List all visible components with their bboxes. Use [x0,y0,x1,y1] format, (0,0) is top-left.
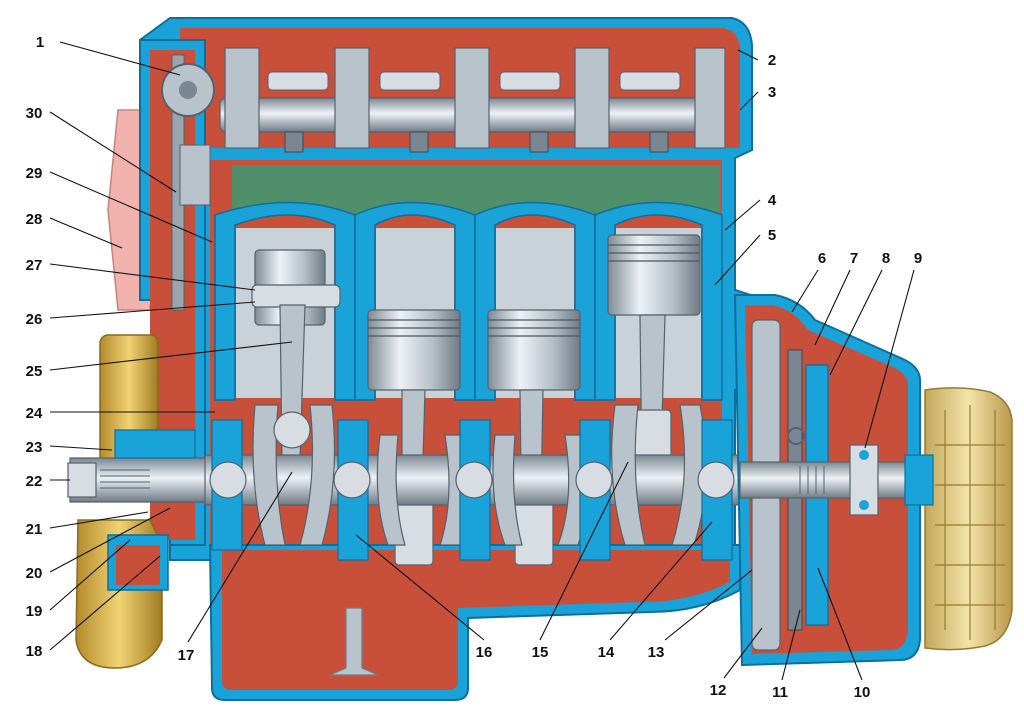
leader-30 [49,111,177,193]
callout-18: 18 [26,643,43,660]
leader-15 [539,461,629,641]
leader-13 [664,569,753,641]
clutch-housing [733,294,941,667]
leader-9 [864,269,915,449]
leader-11 [781,609,801,681]
cylinder-walls [214,201,723,401]
callout-15: 15 [532,644,549,661]
callout-8: 8 [882,250,890,267]
crankpin-1 [273,411,311,449]
callout-7: 7 [850,250,858,267]
callout-6: 6 [818,250,826,267]
leader-17 [187,471,293,643]
leader-19 [49,539,131,611]
camshaft-assembly [219,47,726,153]
callout-9: 9 [914,250,922,267]
piston-rings [368,244,700,337]
leader-2 [737,49,759,61]
callout-10: 10 [854,684,871,701]
leader-6 [791,269,819,313]
crankshaft-front [67,429,211,503]
leader-10 [817,567,863,681]
leader-26 [49,301,256,319]
crankshaft [204,404,751,561]
callout-numbers: 1 2 3 4 5 6 7 8 9 10 11 12 13 14 15 16 1… [26,34,923,701]
callout-27: 27 [26,257,43,274]
callout-23: 23 [26,439,43,456]
oil-pan-inner [222,550,730,690]
ratchet-nut [67,462,97,498]
leader-5 [714,234,761,286]
clutch-spring [787,427,805,445]
leader-16 [355,534,485,641]
callout-25: 25 [26,363,43,380]
callout-22: 22 [26,473,43,490]
callout-3: 3 [768,84,776,101]
leader-12 [723,627,763,679]
pulley-assembly [75,334,169,669]
callout-21: 21 [26,521,43,538]
leader-29 [49,171,213,243]
callout-26: 26 [26,311,43,328]
piston-4 [607,234,701,316]
callout-2: 2 [768,52,776,69]
leader-14 [609,521,713,641]
cam-bearings [224,47,726,149]
leader-3 [739,91,759,111]
piston-3 [487,309,581,391]
callout-17: 17 [178,647,195,664]
leader-4 [724,199,761,231]
oil-pickup [329,607,379,676]
rocker-arms [267,71,681,91]
leader-20 [49,507,171,573]
leader-8 [829,269,883,376]
callout-14: 14 [598,644,615,661]
gearbox-flange [904,387,1013,651]
callout-4: 4 [768,192,777,209]
leader-1 [59,41,181,76]
callout-12: 12 [710,682,727,699]
callout-20: 20 [26,565,43,582]
callout-1: 1 [36,34,44,51]
callout-24: 24 [26,405,43,422]
leader-28 [49,217,123,249]
callout-16: 16 [476,644,493,661]
callout-29: 29 [26,165,43,182]
main-journals [209,461,735,499]
valve-springs [284,131,669,153]
leader-25 [49,341,293,371]
leader-21 [49,511,149,529]
leader-lines [49,41,915,681]
callout-13: 13 [648,644,665,661]
leader-7 [814,269,851,346]
callout-19: 19 [26,603,43,620]
leader-18 [49,555,161,651]
callout-28: 28 [26,211,43,228]
callout-11: 11 [772,684,788,701]
piston-2 [367,309,461,391]
callout-30: 30 [26,105,43,122]
piston-pin [251,284,341,308]
chain-tensioner [179,144,211,206]
callout-5: 5 [768,227,776,244]
cylinders [214,201,723,566]
leader-27 [49,263,256,291]
leader-23 [49,445,113,451]
